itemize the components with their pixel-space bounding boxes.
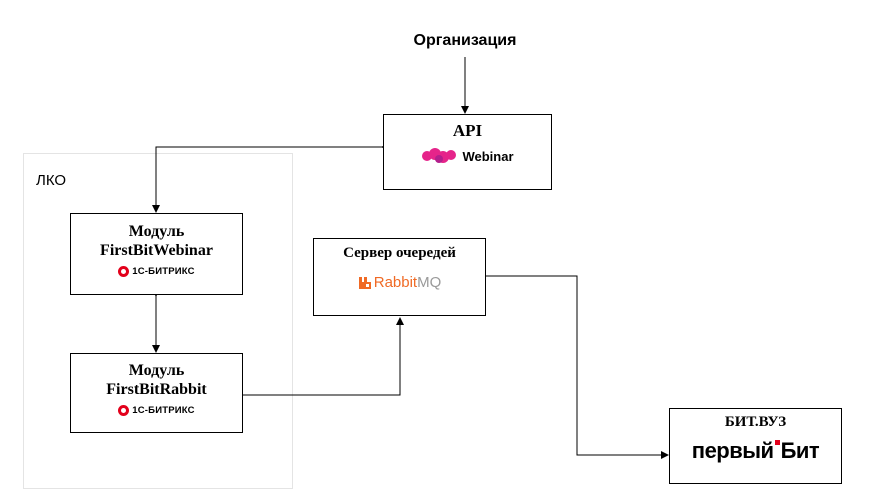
bitrix-logo-text: 1С-БИТРИКС [132, 405, 195, 416]
api-node: API Webinar [383, 114, 552, 190]
bitrix-logo: 1С-БИТРИКС [71, 266, 242, 277]
bitrix-logo-text: 1С-БИТРИКС [132, 266, 195, 277]
bitvuz-node: БИТ.ВУЗ первый Бит [669, 408, 842, 484]
bitrix-icon [118, 405, 130, 416]
module-webinar-line1: Модуль [128, 223, 185, 240]
lko-label: ЛКО [36, 172, 67, 189]
module-firstbitrabbit-node: Модуль FirstBitRabbit 1С-БИТРИКС [70, 353, 243, 433]
api-title: API [452, 121, 483, 140]
queue-bitvuz-connector [479, 272, 669, 459]
queue-server-title: Сервер очередей [343, 245, 456, 261]
module-rabbit-line2: FirstBitRabbit [106, 381, 207, 398]
pervybit-red-mark [774, 440, 780, 445]
organization-label: Организация [413, 32, 517, 49]
webinar-logo: Webinar [384, 147, 551, 165]
pervybit-logo-left: первый [691, 438, 774, 463]
pervybit-logo: первый Бит [670, 438, 841, 464]
rabbitmq-icon [358, 276, 371, 289]
rabbitmq-rabbit-text: Rabbit [373, 274, 418, 291]
rabbit-queue-connector [235, 317, 404, 399]
bitrix-logo: 1С-БИТРИКС [71, 405, 242, 416]
pervybit-logo-right: Бит [780, 438, 820, 463]
module-firstbitwebinar-node: Модуль FirstBitWebinar 1С-БИТРИКС [70, 213, 243, 295]
module-rabbit-line1: Модуль [128, 362, 185, 379]
api-webinar-connector [152, 143, 389, 213]
bitrix-icon [118, 266, 130, 277]
rabbitmq-mq-text: MQ [417, 274, 442, 291]
module-webinar-line2: FirstBitWebinar [100, 242, 213, 259]
webinar-logo-text: Webinar [462, 148, 514, 164]
bitvuz-title: БИТ.ВУЗ [724, 414, 787, 430]
webinar-icon [422, 148, 457, 163]
